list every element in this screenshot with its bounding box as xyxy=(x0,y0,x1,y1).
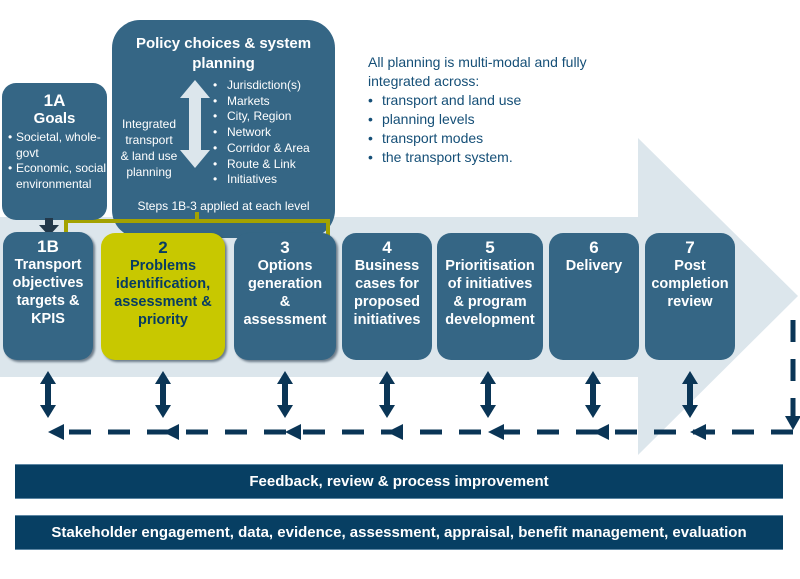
steps-bracket xyxy=(64,212,330,236)
policy-title-line1: Policy choices & system xyxy=(135,35,312,52)
step-label-line: proposed xyxy=(353,294,421,310)
step-label-line: generation xyxy=(247,276,323,292)
step-label-line: assessment xyxy=(243,312,327,328)
integrated-label-line: & land use xyxy=(120,149,178,163)
goals-list: Societal, whole-govt Economic, social, e… xyxy=(8,130,112,192)
step-label-line: Options xyxy=(257,258,313,274)
step-label-line: identification, xyxy=(115,276,211,292)
step-label-line: Prioritisation xyxy=(445,258,535,274)
goals-number: 1A xyxy=(43,91,66,110)
note-intro: integrated across: xyxy=(368,73,480,89)
goals-box: 1A Goals Societal, whole-govt Economic, … xyxy=(2,83,109,220)
step-label-line: Problems xyxy=(129,258,197,274)
planning-level-item: Corridor & Area xyxy=(213,141,310,157)
step-number: 3 xyxy=(280,238,290,257)
integrated-label-line: Integrated xyxy=(121,117,177,131)
step-7-box[interactable]: 7 Post completion review xyxy=(645,233,735,360)
left-arrowhead-icon xyxy=(387,424,403,440)
step-number: 2 xyxy=(158,238,168,257)
planning-level-item: Jurisdiction(s) xyxy=(213,78,310,94)
goals-item: Economic, social, environmental xyxy=(8,161,112,192)
step-label-line: & program xyxy=(453,294,527,310)
step-label-line: objectives xyxy=(12,275,84,291)
note-item: planning levels xyxy=(368,110,587,129)
step-6-box[interactable]: 6 Delivery xyxy=(549,233,639,360)
step-1b-box[interactable]: 1B Transport objectives targets & KPIS xyxy=(3,232,93,360)
step-label-line: of initiatives xyxy=(447,276,533,292)
step-label-line: KPIS xyxy=(31,311,65,327)
left-arrowhead-icon xyxy=(48,424,64,440)
bidirectional-arrow-icon xyxy=(277,371,293,418)
note-item: the transport system. xyxy=(368,148,587,167)
step-3-box[interactable]: 3 Options generation & assessment xyxy=(234,233,336,360)
step-label-line: targets & xyxy=(16,293,80,309)
bidirectional-arrow-icon xyxy=(682,371,698,418)
goals-down-arrow-icon xyxy=(39,218,59,236)
double-vertical-arrow-icon xyxy=(180,80,210,168)
step-number: 5 xyxy=(485,238,495,257)
connector-group xyxy=(40,371,698,418)
planning-level-item: Markets xyxy=(213,94,310,110)
left-arrowhead-icon xyxy=(488,424,504,440)
planning-level-item: Network xyxy=(213,125,310,141)
step-label-line: initiatives xyxy=(353,312,421,328)
left-arrowhead-icon xyxy=(593,424,609,440)
left-arrowhead-icon xyxy=(285,424,301,440)
note-intro: All planning is multi-modal and fully xyxy=(368,54,587,70)
integration-note: All planning is multi-modal and fully in… xyxy=(368,53,587,167)
step-label-line: cases for xyxy=(355,276,419,292)
bidirectional-arrow-icon xyxy=(379,371,395,418)
step-label-line: & xyxy=(279,294,291,310)
step-4-box[interactable]: 4 Business cases for proposed initiative… xyxy=(342,233,432,360)
step-label-line: completion xyxy=(651,276,729,292)
step-2-box[interactable]: 2 Problems identification, assessment & … xyxy=(101,233,225,360)
planning-level-item: Route & Link xyxy=(213,157,310,173)
step-label-line: development xyxy=(445,312,535,328)
goals-title: Goals xyxy=(33,110,76,127)
left-arrowhead-icon xyxy=(690,424,706,440)
note-item: transport modes xyxy=(368,129,587,148)
step-label-line: Business xyxy=(354,258,420,274)
policy-system-planning-box: Policy choices & system planning Integra… xyxy=(112,20,335,238)
integrated-label-line: planning xyxy=(126,165,172,179)
note-list: transport and land use planning levels t… xyxy=(368,91,587,167)
goals-item: Societal, whole-govt xyxy=(8,130,112,161)
step-number: 4 xyxy=(382,238,392,257)
note-item: transport and land use xyxy=(368,91,587,110)
step-label-line: Transport xyxy=(14,257,82,273)
down-arrowhead-icon xyxy=(785,416,800,430)
feedback-dashed-line xyxy=(48,320,800,440)
bidirectional-arrow-icon xyxy=(40,371,56,418)
step-label-line: Post xyxy=(674,258,706,274)
step-label-line: review xyxy=(667,294,713,310)
policy-title-line2: planning xyxy=(192,55,255,72)
policy-title: Policy choices & system planning xyxy=(112,34,335,74)
left-arrowhead-icon xyxy=(163,424,179,440)
planning-level-item: Initiatives xyxy=(213,172,310,188)
step-label-line: priority xyxy=(138,312,188,328)
bidirectional-arrow-icon xyxy=(585,371,601,418)
integrated-label-line: transport xyxy=(125,133,173,147)
step-label-line: assessment & xyxy=(114,294,212,310)
integrated-planning-label: Integrated transport & land use planning xyxy=(114,116,184,180)
bidirectional-arrow-icon xyxy=(480,371,496,418)
step-number: 1B xyxy=(37,237,59,256)
step-number: 7 xyxy=(685,238,695,257)
step-5-box[interactable]: 5 Prioritisation of initiatives & progra… xyxy=(437,233,543,360)
planning-level-item: City, Region xyxy=(213,109,310,125)
step-number: 6 xyxy=(589,238,599,257)
step-label-line: Delivery xyxy=(565,258,623,274)
stakeholder-bar: Stakeholder engagement, data, evidence, … xyxy=(15,515,783,550)
feedback-bar: Feedback, review & process improvement xyxy=(15,464,783,499)
policy-footer: Steps 1B-3 applied at each level xyxy=(137,199,310,213)
planning-levels-list: Jurisdiction(s) Markets City, Region Net… xyxy=(213,78,310,188)
bidirectional-arrow-icon xyxy=(155,371,171,418)
